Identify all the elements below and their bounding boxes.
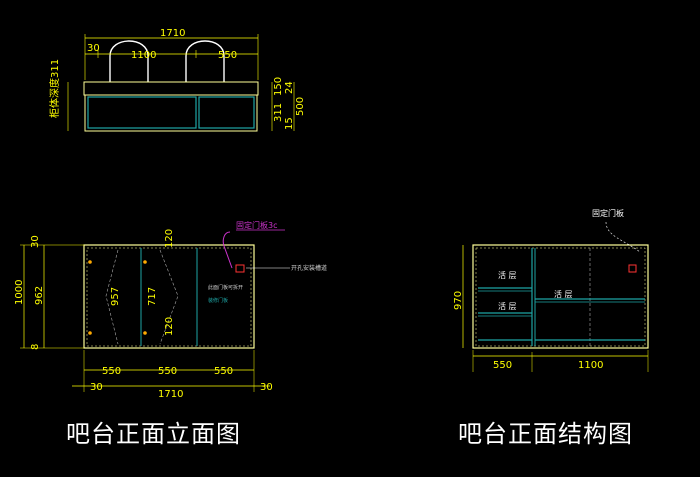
inner-dim-120-bottom: 120 xyxy=(164,317,175,336)
top-seg-right: 550 xyxy=(218,50,237,61)
left-dim-30: 30 xyxy=(30,235,41,248)
structure-hole-marker xyxy=(628,264,637,273)
top-side-label: 柜体深度311 xyxy=(48,59,61,118)
fixed-door-leader xyxy=(222,231,233,269)
door-swing-left xyxy=(105,249,119,345)
structure-inner xyxy=(475,247,646,347)
structure-frame xyxy=(472,244,649,349)
inner-dim-957: 957 xyxy=(110,287,121,306)
bottom-offset-left: 30 xyxy=(90,382,103,393)
caption-elevation: 吧台正面立面图 xyxy=(66,420,241,448)
structure-width-550: 550 xyxy=(493,360,512,371)
right-dim-500: 500 xyxy=(295,97,306,116)
top-offset-left: 30 xyxy=(87,43,100,54)
hole-marker xyxy=(235,264,245,273)
bottom-width-1: 550 xyxy=(102,366,121,377)
caption-structure: 吧台正面结构图 xyxy=(458,420,633,448)
hinge-dot-1 xyxy=(88,260,92,264)
hinge-dot-3 xyxy=(143,260,147,264)
right-dim-24: 24 xyxy=(284,81,295,94)
right-sink-arch xyxy=(185,40,225,82)
shelf-label-left-2: 活 层 xyxy=(498,301,517,311)
hinge-dot-2 xyxy=(88,331,92,335)
right-dim-15: 15 xyxy=(284,117,295,130)
bottom-overall-width: 1710 xyxy=(158,389,183,400)
left-dim-962: 962 xyxy=(34,286,45,305)
door-swing-right xyxy=(159,249,179,345)
hinge-dot-4 xyxy=(143,331,147,335)
structure-fixed-door-leader xyxy=(605,221,641,253)
elevation-frame xyxy=(83,244,255,349)
fixed-door-callout: 固定门板3c xyxy=(236,220,278,230)
bottom-offset-right: 30 xyxy=(260,382,273,393)
top-view: 1710 30 1100 550 柜体深度311 150 24 500 311 … xyxy=(48,28,306,132)
structure-view: 活 层 活 层 活 层 固定门板 970 550 1100 xyxy=(453,208,649,372)
left-dim-1000: 1000 xyxy=(14,280,25,305)
shelf-label-left-1: 活 层 xyxy=(498,270,517,280)
right-dim-150: 150 xyxy=(273,77,284,96)
top-overall-width: 1710 xyxy=(160,28,185,39)
cabinet-left-bay xyxy=(87,96,197,129)
note-removable-door: 此面门板可拆开 xyxy=(208,284,243,291)
left-dim-8: 8 xyxy=(30,344,41,350)
inner-dim-120-top: 120 xyxy=(164,229,175,248)
top-seg-left: 1100 xyxy=(131,50,156,61)
structure-height-970: 970 xyxy=(453,291,464,310)
right-dim-311: 311 xyxy=(273,103,284,122)
shelf-label-right: 活 层 xyxy=(554,289,573,299)
structure-fixed-door-label: 固定门板 xyxy=(592,208,624,218)
inner-dim-717: 717 xyxy=(147,287,158,306)
elevation-inner xyxy=(86,247,252,347)
hole-callout: 开孔安装槽道 xyxy=(291,264,327,272)
cabinet-body xyxy=(84,94,258,132)
bottom-width-3: 550 xyxy=(214,366,233,377)
front-elevation: 开孔安装槽道 固定门板3c 此面门板可拆开 装修门板 120 957 717 1… xyxy=(14,220,327,400)
cabinet-right-bay xyxy=(198,96,255,129)
bottom-width-2: 550 xyxy=(158,366,177,377)
note-decor-door: 装修门板 xyxy=(208,297,228,304)
structure-width-1100: 1100 xyxy=(578,360,603,371)
counter-top xyxy=(83,81,259,96)
left-sink-arch xyxy=(109,40,149,82)
